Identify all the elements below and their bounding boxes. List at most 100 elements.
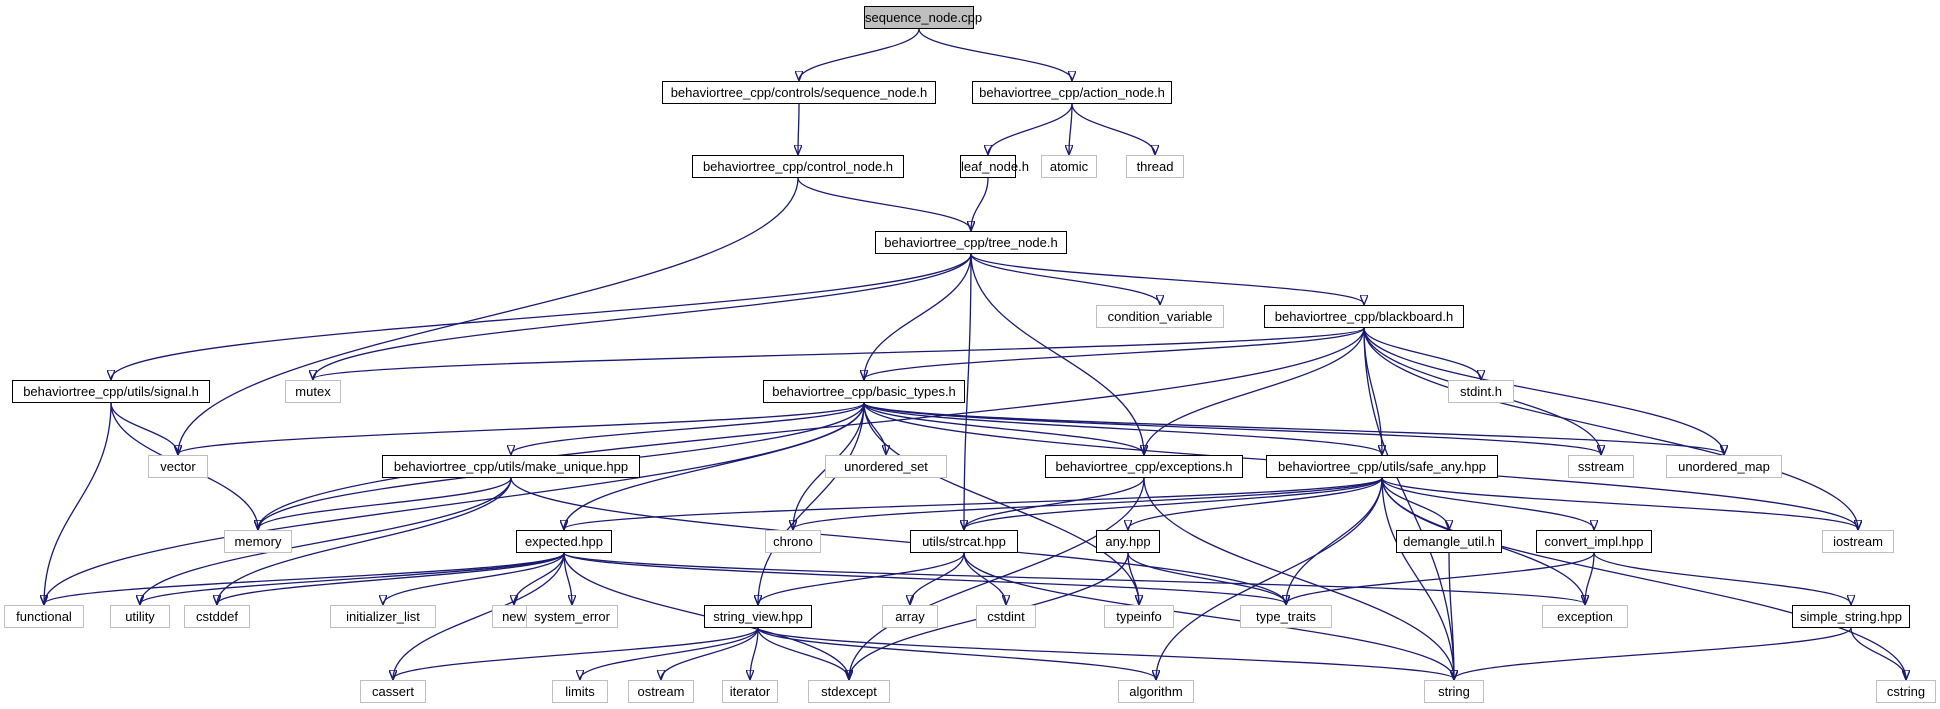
node-exception: exception: [1542, 605, 1628, 628]
node-system-error: system_error: [526, 605, 618, 628]
edge-safe_any-to-cstring: [1381, 477, 1906, 679]
edge-convert_impl-to-simple_string: [1593, 552, 1851, 604]
edge-basic_types-to-vector: [178, 402, 865, 454]
edge-tree_node-to-strcat: [964, 253, 972, 529]
node-tree-node[interactable]: behaviortree_cpp/tree_node.h: [875, 231, 1067, 254]
node-action-node[interactable]: behaviortree_cpp/action_node.h: [972, 81, 1172, 104]
node-leaf-node[interactable]: leaf_node.h: [960, 155, 1029, 178]
edge-make_unique-to-memory: [258, 477, 512, 529]
node-exceptions[interactable]: behaviortree_cpp/exceptions.h: [1045, 455, 1243, 478]
edge-action_node-to-atomic: [1069, 103, 1072, 154]
edge-make_unique-to-type_traits: [510, 477, 1286, 604]
edge-strcat-to-string: [963, 552, 1454, 679]
edge-basic_types-to-expected: [564, 402, 865, 529]
edge-expected-to-initializer_list: [383, 552, 565, 604]
edge-string_view-to-cassert: [393, 627, 759, 679]
node-strcat[interactable]: utils/strcat.hpp: [910, 530, 1018, 553]
node-unordered-set: unordered_set: [825, 455, 947, 478]
edge-blackboard-to-iostream: [1363, 327, 1858, 529]
edge-exceptions-to-string: [1143, 477, 1454, 679]
node-type-traits: type_traits: [1240, 605, 1332, 628]
edge-safe_any-to-string: [1381, 477, 1454, 679]
edge-control_node-to-vector: [178, 177, 799, 454]
edge-strcat-to-array: [910, 552, 965, 604]
node-limits: limits: [552, 680, 608, 703]
edge-expected-to-type_traits: [563, 552, 1286, 604]
edge-basic_types-to-unordered_map: [863, 402, 1724, 454]
edge-simple_string-to-cstring: [1850, 627, 1906, 679]
edge-safe_any-to-expected: [564, 477, 1383, 529]
node-initializer-list: initializer_list: [330, 605, 436, 628]
edge-expected-to-cstddef: [217, 552, 565, 604]
node-any-hpp[interactable]: any.hpp: [1096, 530, 1160, 553]
node-vector: vector: [148, 455, 208, 478]
edge-safe_any-to-demangle: [1381, 477, 1449, 529]
edge-control_node-to-tree_node: [797, 177, 971, 230]
edge-demangle-to-string: [1448, 552, 1454, 679]
node-condition-variable: condition_variable: [1096, 305, 1224, 328]
node-basic-types[interactable]: behaviortree_cpp/basic_types.h: [763, 380, 965, 403]
edge-safe_any-to-iostream: [1381, 477, 1858, 529]
edge-string_view-to-stdexcept: [757, 627, 849, 679]
edge-string_view-to-limits: [580, 627, 759, 679]
node-iostream: iostream: [1822, 530, 1894, 553]
node-convert-impl[interactable]: convert_impl.hpp: [1536, 530, 1652, 553]
edge-expected-to-exception: [563, 552, 1585, 604]
edge-tree_node-to-blackboard: [970, 253, 1364, 304]
edge-tree_node-to-basic_types: [864, 253, 972, 379]
edge-blackboard-to-unordered_map: [1363, 327, 1724, 454]
edge-safe_any-to-convert_impl: [1381, 477, 1594, 529]
edge-blackboard-to-memory: [258, 327, 1365, 529]
edge-convert_impl-to-type_traits: [1286, 552, 1595, 604]
edge-safe_any-to-algorithm: [1156, 477, 1383, 679]
edge-action_node-to-thread: [1071, 103, 1155, 154]
edge-exceptions-to-stdexcept: [849, 477, 1145, 679]
edge-tree_node-to-mutex: [313, 253, 972, 379]
edge-basic_types-to-make_unique: [511, 402, 865, 454]
node-ostream: ostream: [628, 680, 694, 703]
edge-any_hpp-to-type_traits: [1127, 552, 1286, 604]
node-cstddef: cstddef: [184, 605, 250, 628]
node-typeinfo: typeinfo: [1104, 605, 1174, 628]
edge-blackboard-to-string: [1363, 327, 1454, 679]
edge-string_view-to-iterator: [750, 627, 759, 679]
node-root[interactable]: sequence_node.cpp: [864, 6, 982, 29]
node-string-view[interactable]: string_view.hpp: [704, 605, 812, 628]
edge-string_view-to-string: [757, 627, 1454, 679]
edge-safe_any-to-chrono: [793, 477, 1383, 529]
node-unordered-map: unordered_map: [1666, 455, 1782, 478]
edge-basic_types-to-sstream: [863, 402, 1601, 454]
edge-tree_node-to-exceptions: [970, 253, 1144, 454]
node-blackboard[interactable]: behaviortree_cpp/blackboard.h: [1264, 305, 1464, 328]
edge-expected-to-cassert: [393, 552, 565, 679]
edge-tree_node-to-condition_variable: [970, 253, 1160, 304]
node-safe-any[interactable]: behaviortree_cpp/utils/safe_any.hpp: [1266, 455, 1498, 478]
edge-basic_types-to-exceptions: [863, 402, 1144, 454]
node-mutex: mutex: [285, 380, 341, 403]
edge-strcat-to-string_view: [758, 552, 965, 604]
edge-strcat-to-cstdint: [963, 552, 1006, 604]
node-controls-seq[interactable]: behaviortree_cpp/controls/sequence_node.…: [662, 81, 936, 104]
edge-basic_types-to-string_view: [758, 402, 865, 604]
node-cstring: cstring: [1876, 680, 1936, 703]
node-functional: functional: [4, 605, 84, 628]
edge-basic_types-to-typeinfo: [863, 402, 1139, 604]
node-cassert: cassert: [360, 680, 426, 703]
edge-simple_string-to-string: [1454, 627, 1852, 679]
node-demangle[interactable]: demangle_util.h: [1396, 530, 1502, 553]
node-make-unique[interactable]: behaviortree_cpp/utils/make_unique.hpp: [382, 455, 640, 478]
edge-safe_any-to-strcat: [964, 477, 1383, 529]
edge-make_unique-to-utility: [140, 477, 512, 604]
edge-basic_types-to-safe_any: [863, 402, 1382, 454]
edge-signal-to-functional: [44, 402, 112, 604]
edge-convert_impl-to-exception: [1585, 552, 1595, 604]
node-control-node[interactable]: behaviortree_cpp/control_node.h: [692, 155, 904, 178]
node-stdexcept: stdexcept: [808, 680, 890, 703]
edge-exceptions-to-strcat: [964, 477, 1145, 529]
edge-action_node-to-leaf_node: [988, 103, 1073, 154]
node-signal[interactable]: behaviortree_cpp/utils/signal.h: [12, 380, 210, 403]
node-expected[interactable]: expected.hpp: [516, 530, 612, 553]
node-simple-string[interactable]: simple_string.hpp: [1792, 605, 1910, 628]
